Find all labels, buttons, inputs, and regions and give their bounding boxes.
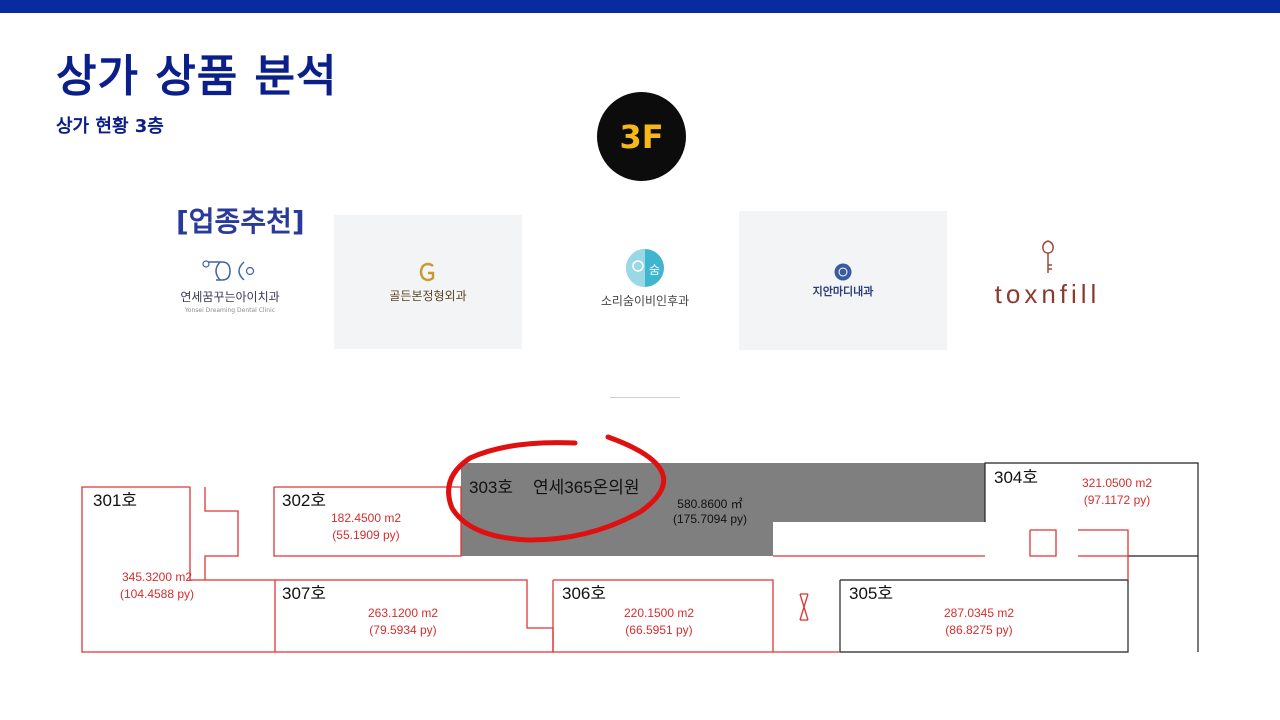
room-302-area-m2: 182.4500 m2 bbox=[331, 511, 401, 525]
page-title: 상가 상품 분석 bbox=[56, 51, 338, 102]
room-304-area-m2: 321.0500 m2 bbox=[1082, 476, 1152, 490]
corridor-notch bbox=[204, 487, 239, 580]
room-303-tenant: 연세365온의원 bbox=[533, 478, 640, 497]
room-306-area-py: (66.5951 py) bbox=[625, 623, 692, 637]
room-301-outline bbox=[81, 486, 275, 653]
room-302-area-py: (55.1909 py) bbox=[332, 528, 399, 542]
room-304-notch-b bbox=[1078, 529, 1129, 557]
room-305-area-m2: 287.0345 m2 bbox=[944, 606, 1014, 620]
room-304-notch-a bbox=[1029, 529, 1057, 557]
logo-ent-name: 소리숨이비인후과 bbox=[600, 293, 690, 308]
logo-toxnfill-name: toxnfill bbox=[994, 279, 1101, 309]
logo-golden-bone-name: 골든본정형외과 bbox=[389, 288, 467, 303]
room-307-area-m2: 263.1200 m2 bbox=[368, 606, 438, 620]
room-301-label: 301호 bbox=[93, 491, 137, 510]
floor-badge: 3F bbox=[597, 92, 686, 181]
logo-ent-clinic: 숨 소리숨이비인후과 bbox=[590, 238, 700, 318]
page-subtitle: 상가 현황 3층 bbox=[56, 116, 164, 137]
room-306-area-m2: 220.1500 m2 bbox=[624, 606, 694, 620]
room-302-label: 302호 bbox=[282, 491, 326, 510]
logo-dental-name: 연세꿈꾸는아이치과 bbox=[180, 290, 280, 304]
room-304-label: 304호 bbox=[994, 468, 1038, 487]
room-304-area-py: (97.1172 py) bbox=[1084, 493, 1151, 507]
face-profile-logo-icon: 숨 bbox=[626, 248, 664, 287]
section-divider bbox=[610, 397, 680, 398]
room-303-label: 303호 bbox=[469, 478, 513, 497]
room-305-outline bbox=[839, 579, 1129, 653]
key-logo-icon bbox=[1041, 240, 1054, 273]
logo-golden-bone: 골든본정형외과 bbox=[334, 215, 522, 349]
room-307-area-py: (79.5934 py) bbox=[369, 623, 436, 637]
room-305-area-py: (86.8275 py) bbox=[945, 623, 1012, 637]
logo-internal-medicine: 지안마디내과 bbox=[739, 211, 947, 350]
room-305-label: 305호 bbox=[849, 584, 893, 603]
room-307-label: 307호 bbox=[282, 584, 326, 603]
circle-emblem-logo-icon bbox=[834, 263, 852, 280]
highlight-circle bbox=[446, 434, 667, 543]
stair-marker bbox=[799, 593, 809, 621]
room-303-area-m2: 580.8600 ㎡ bbox=[677, 497, 742, 511]
logo-dental-clinic: 연세꿈꾸는아이치과 Yonsei Dreaming Dental Clinic bbox=[170, 250, 290, 320]
room-302-outline bbox=[273, 486, 462, 557]
room-304-outline bbox=[984, 462, 1199, 652]
tooth-logo-icon bbox=[202, 260, 255, 281]
corridor-top-outline bbox=[189, 487, 275, 581]
top-accent-bar bbox=[0, 0, 1280, 13]
recommendation-label: [업종추천] bbox=[176, 205, 305, 238]
logo-toxnfill: toxnfill bbox=[975, 232, 1120, 317]
floor-badge-label: 3F bbox=[619, 117, 664, 156]
golden-g-logo-icon bbox=[419, 262, 435, 281]
logo-dental-sub: Yonsei Dreaming Dental Clinic bbox=[184, 307, 276, 314]
room-301-area-m2: 345.3200 m2 bbox=[122, 570, 192, 584]
svg-text:숨: 숨 bbox=[649, 263, 660, 277]
logo-internal-medicine-name: 지안마디내과 bbox=[812, 285, 874, 298]
room-306-label: 306호 bbox=[562, 584, 606, 603]
room-303-area-py: (175.7094 py) bbox=[673, 512, 747, 526]
room-301-area-py: (104.4588 py) bbox=[120, 587, 194, 601]
